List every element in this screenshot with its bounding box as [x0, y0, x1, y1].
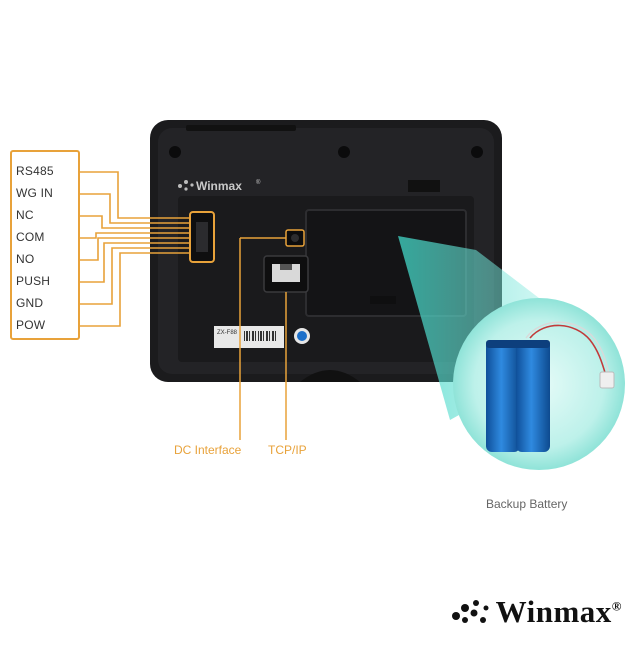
device-logo-reg: ®: [256, 179, 261, 186]
tcpip-label: TCP/IP: [268, 443, 307, 457]
pin-label: PUSH: [16, 274, 51, 288]
battery-pack: [486, 321, 615, 452]
pin-label: POW: [16, 318, 46, 332]
pin-label: RS485: [16, 164, 54, 178]
dc-interface-label: DC Interface: [174, 443, 242, 457]
brand-logo: Winmax®: [450, 594, 622, 630]
pin-label: GND: [16, 296, 44, 310]
screw-hole: [471, 146, 483, 158]
device-back-panel: ZX-F88 Winmax ®: [150, 120, 502, 382]
pin-label: COM: [16, 230, 45, 244]
device-logo: Winmax ®: [178, 179, 261, 193]
pin-label: WG IN: [16, 186, 53, 200]
backup-battery-label: Backup Battery: [486, 497, 568, 511]
pin-terminal-box: [10, 150, 80, 340]
screw-hole: [169, 146, 181, 158]
pin-label: NC: [16, 208, 34, 222]
brand-name: Winmax®: [495, 594, 622, 629]
label-sticker-text: ZX-F88: [217, 330, 238, 336]
screw-hole: [338, 146, 350, 158]
brand-dots-icon: [451, 600, 489, 623]
pin-label: NO: [16, 252, 35, 266]
device-logo-text: Winmax: [196, 179, 242, 193]
pin-wires: [80, 171, 190, 327]
